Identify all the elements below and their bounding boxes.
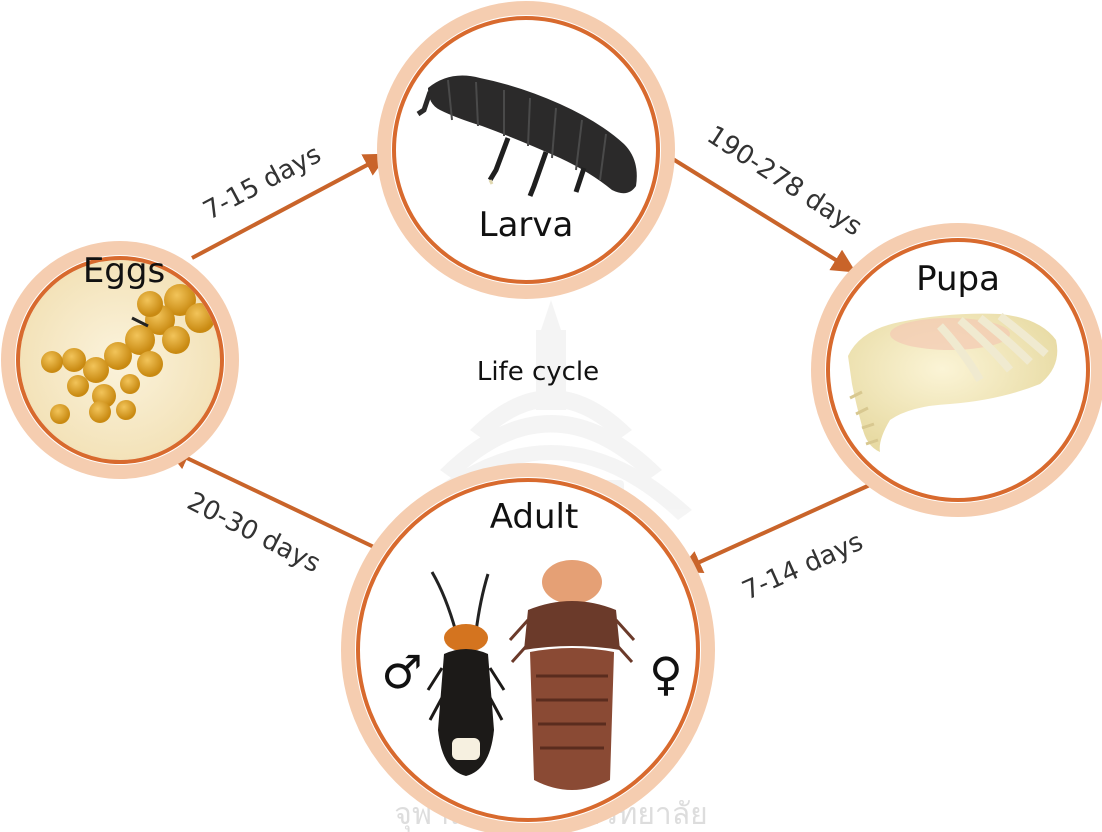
duration-pupa-to-adult: 7-14 days <box>738 527 868 607</box>
stage-label-pupa: Pupa <box>916 259 1000 299</box>
duration-larva-to-pupa: 190-278 days <box>701 120 867 242</box>
center-label: Life cycle <box>477 357 599 387</box>
stage-pupa: Pupa <box>818 230 1098 510</box>
stage-label-eggs: Eggs <box>83 251 165 291</box>
female-symbol: ♀ <box>649 647 683 701</box>
stage-eggs: Eggs <box>8 248 232 472</box>
male-symbol: ♂ <box>381 645 422 699</box>
stage-label-larva: Larva <box>479 205 574 245</box>
stage-larva: Larva <box>384 8 668 292</box>
duration-eggs-to-larva: 7-15 days <box>198 139 326 226</box>
duration-adult-to-eggs: 20-30 days <box>182 487 325 580</box>
stage-adult: Adult ♂ ♀ <box>348 470 708 830</box>
stage-label-adult: Adult <box>490 497 579 537</box>
